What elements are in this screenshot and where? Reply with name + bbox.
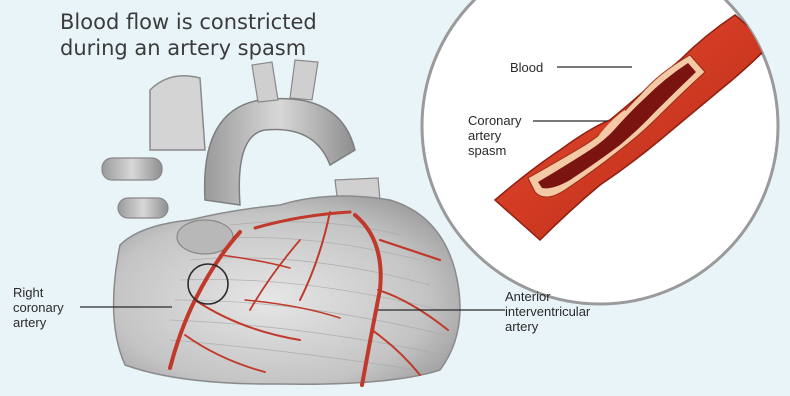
label-anterior-interventricular-artery: Anterior interventricular artery [505, 289, 590, 334]
title-line-2: during an artery spasm [60, 35, 317, 61]
aortic-arch [205, 99, 355, 205]
label-blood: Blood [510, 60, 543, 75]
label-coronary-artery-spasm: Coronary artery spasm [468, 113, 521, 158]
aorta-branch-1 [252, 62, 278, 102]
heart-illustration [102, 60, 460, 385]
left-vessel-stub-1 [102, 158, 162, 180]
diagram-title: Blood flow is constricted during an arte… [60, 9, 317, 61]
heart-body [114, 196, 460, 384]
superior-vena-cava [150, 76, 205, 150]
title-line-1: Blood flow is constricted [60, 9, 317, 35]
label-right-coronary-artery: Right coronary artery [13, 285, 64, 330]
aorta-branch-2 [290, 60, 318, 100]
left-vessel-stub-2 [118, 198, 168, 218]
